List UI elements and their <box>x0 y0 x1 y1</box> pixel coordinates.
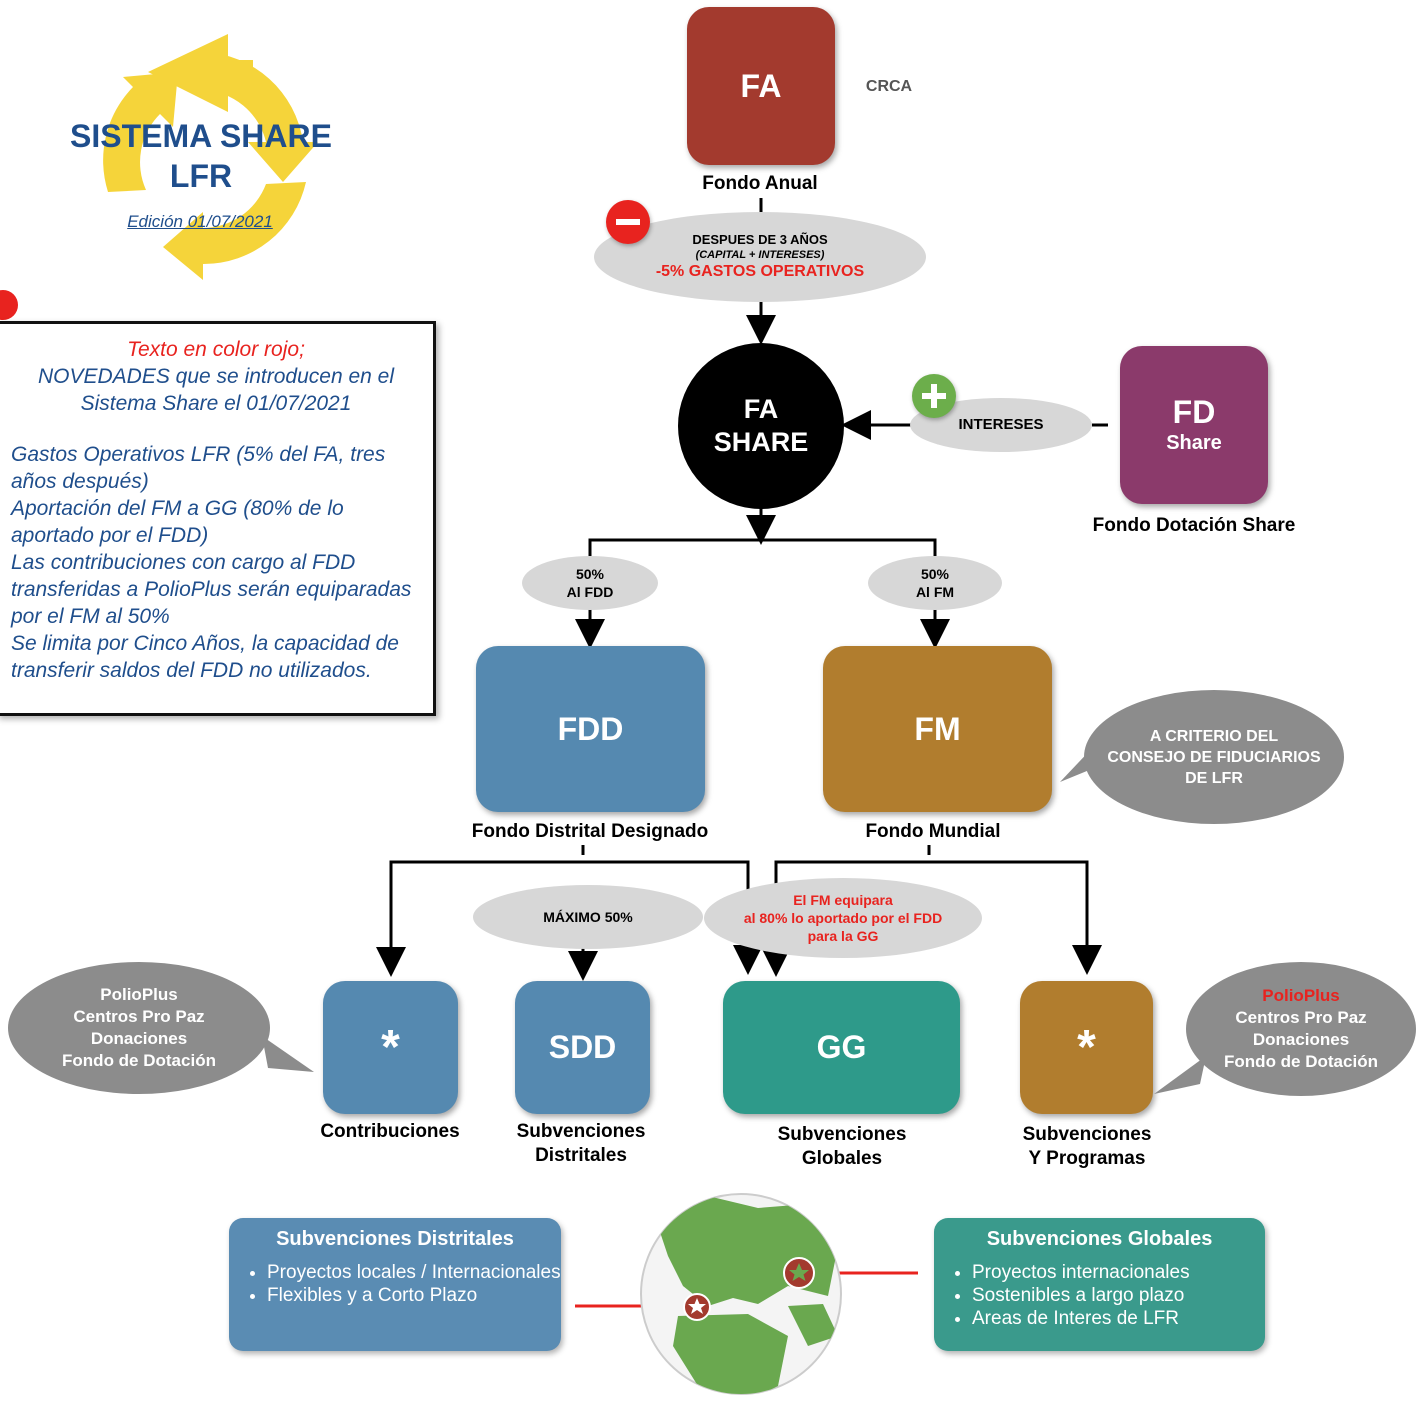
right-bubble-line2: Centros Pro Paz <box>1235 1008 1367 1027</box>
left-bubble-line1: PolioPlus <box>100 985 178 1004</box>
fm-box: FM <box>823 646 1052 812</box>
fa-label: FA <box>740 67 782 104</box>
gg-label: GG <box>816 1029 867 1065</box>
gg-box: GG <box>723 981 960 1114</box>
fdd-caption: Fondo Distrital Designado <box>471 821 709 842</box>
programas-box: * <box>1020 981 1153 1114</box>
globe-icon <box>640 1193 842 1395</box>
fm-bubble-line3: DE LFR <box>1185 769 1243 787</box>
info-sd-item: Proyectos locales / Internacionales <box>267 1261 561 1284</box>
info-sg-item: Sostenibles a largo plazo <box>972 1284 1265 1307</box>
maximo-pill: MÁXIMO 50% <box>473 885 703 949</box>
gastos-line3: -5% GASTOS OPERATIVOS <box>655 263 865 280</box>
programas-caption-line2: Y Programas <box>1028 1148 1146 1169</box>
programas-label: * <box>1077 1021 1096 1074</box>
novedades-line2: NOVEDADES que se introducen en el <box>37 365 395 388</box>
info-subvenciones-distritales: Subvenciones Distritales Proyectos local… <box>229 1218 561 1351</box>
fa-box: FA <box>687 7 835 165</box>
info-sg-item: Areas de Interes de LFR <box>972 1307 1265 1330</box>
right-bubble-line3: Donaciones <box>1252 1030 1350 1049</box>
split-fdd-pill: 50% Al FDD <box>522 556 658 610</box>
fa-share-line2: SHARE <box>713 427 809 457</box>
split-fm-line2: Al FM <box>915 584 955 600</box>
equipara-line1: El FM equipara <box>793 892 893 908</box>
novedades-box: Texto en color rojo; NOVEDADES que se in… <box>0 321 436 716</box>
contribuciones-box: * <box>323 981 458 1114</box>
fd-label: FD <box>1172 394 1216 430</box>
equipara-line2: al 80% lo aportado por el FDD <box>743 910 943 926</box>
right-bubble-line4: Fondo de Dotación <box>1224 1052 1378 1071</box>
fm-bubble: A CRITERIO DEL CONSEJO DE FIDUCIARIOS DE… <box>1084 690 1344 824</box>
left-bubble-tail <box>262 1036 314 1072</box>
info-sg-title: Subvenciones Globales <box>986 1228 1213 1250</box>
fdd-box: FDD <box>476 646 705 812</box>
contribuciones-caption: Contribuciones <box>320 1121 460 1142</box>
minus-icon <box>606 200 650 244</box>
info-sd-title: Subvenciones Distritales <box>276 1228 514 1250</box>
info-sg-item: Proyectos internacionales <box>972 1261 1265 1284</box>
info-subvenciones-globales: Subvenciones Globales Proyectos internac… <box>934 1218 1265 1351</box>
split-fm-line1: 50% <box>920 566 950 582</box>
gg-caption-line1: Subvenciones <box>777 1124 907 1145</box>
logo-title-line2: LFR <box>169 158 233 194</box>
left-bubble-line2: Centros Pro Paz <box>73 1007 205 1026</box>
novedades-line3: Sistema Share el 01/07/2021 <box>80 392 352 415</box>
gg-caption: Subvenciones Globales <box>750 1123 934 1171</box>
sdd-box: SDD <box>515 981 650 1114</box>
right-bubble-tail <box>1154 1056 1206 1094</box>
intereses-label: INTERESES <box>958 416 1044 433</box>
fa-caption: Fondo Anual <box>702 173 818 194</box>
programas-caption-line1: Subvenciones <box>1022 1124 1152 1145</box>
programas-caption: Subvenciones Y Programas <box>994 1123 1180 1171</box>
maximo-label: MÁXIMO 50% <box>543 909 633 925</box>
contribuciones-label: * <box>381 1021 400 1074</box>
fm-bubble-line1: A CRITERIO DEL <box>1149 727 1279 745</box>
fd-sublabel: Share <box>1166 432 1222 454</box>
left-bubble-line4: Fondo de Dotación <box>62 1051 216 1070</box>
logo-title: SISTEMA SHARE LFR <box>52 116 350 196</box>
novedades-item: Aportación del FM a GG (80% de lo aporta… <box>11 497 344 547</box>
right-bubble: PolioPlus Centros Pro Paz Donaciones Fon… <box>1186 962 1416 1096</box>
split-fdd-line2: Al FDD <box>566 584 614 600</box>
split-fdd-line1: 50% <box>575 566 605 582</box>
sdd-caption: Subvenciones Distritales <box>490 1120 672 1168</box>
info-sd-item: Flexibles y a Corto Plazo <box>267 1284 561 1307</box>
fm-caption: Fondo Mundial <box>865 821 1001 842</box>
sdd-caption-line2: Distritales <box>535 1145 627 1166</box>
fm-bubble-line2: CONSEJO DE FIDUCIARIOS <box>1107 748 1321 766</box>
fa-share-circle: FA SHARE <box>678 343 844 509</box>
fa-share-line1: FA <box>743 394 779 424</box>
pencil-icon <box>0 290 18 320</box>
novedades-item: Gastos Operativos LFR (5% del FA, tres a… <box>11 443 386 493</box>
sdd-caption-line1: Subvenciones <box>516 1121 646 1142</box>
fdd-label: FDD <box>557 710 624 747</box>
left-bubble-line3: Donaciones <box>90 1029 188 1048</box>
gg-caption-line2: Globales <box>801 1148 883 1169</box>
sdd-label: SDD <box>548 1029 617 1065</box>
left-bubble: PolioPlus Centros Pro Paz Donaciones Fon… <box>8 962 270 1094</box>
logo-title-line1: SISTEMA SHARE <box>70 118 332 154</box>
fd-caption: Fondo Dotación Share <box>1092 515 1296 536</box>
fm-label: FM <box>914 710 961 747</box>
novedades-red-line: Texto en color rojo; <box>127 338 305 361</box>
recycle-arrows-icon <box>103 34 318 280</box>
gastos-line1: DESPUES DE 3 AÑOS <box>692 232 828 247</box>
novedades-item: Las contribuciones con cargo al FDD tran… <box>11 551 412 628</box>
split-fm-pill: 50% Al FM <box>868 556 1002 610</box>
plus-icon <box>912 374 956 418</box>
equipara-line3: para la GG <box>807 928 879 944</box>
novedades-item: Se limita por Cinco Años, la capacidad d… <box>11 632 399 682</box>
logo-edition: Edición 01/07/2021 <box>127 212 273 231</box>
right-bubble-line1: PolioPlus <box>1262 986 1340 1005</box>
gastos-line2: (CAPITAL + INTERESES) <box>695 249 825 261</box>
fd-box: FD Share <box>1120 346 1268 504</box>
equipara-pill: El FM equipara al 80% lo aportado por el… <box>704 878 982 958</box>
fa-side-label: CRCA <box>865 78 913 95</box>
